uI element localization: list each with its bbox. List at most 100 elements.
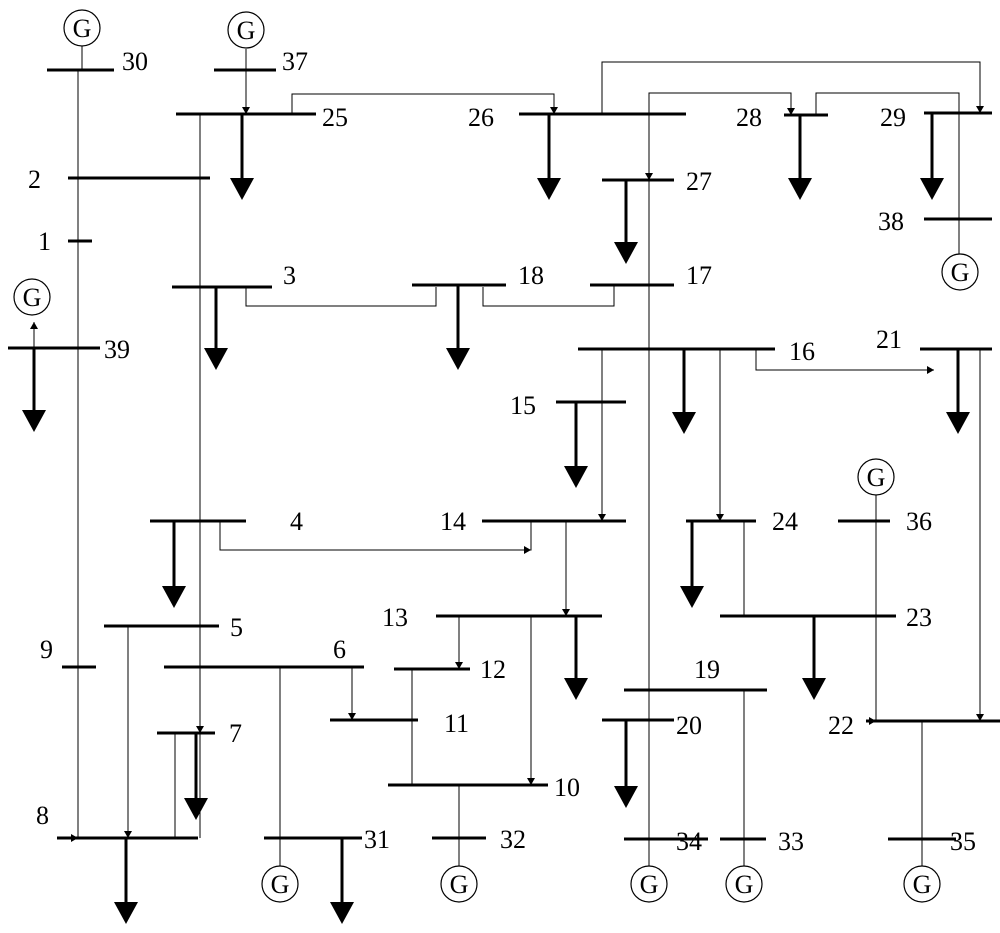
load-arrow-8 [22,410,46,432]
load-arrow-17 [184,798,208,820]
bus-label-24: 24 [772,507,798,536]
bus-label-33: 33 [778,827,804,856]
load-arrow-10 [672,412,696,434]
flow-arrow-17 [976,714,984,721]
bus-label-17: 17 [686,261,712,290]
load-arrow-1 [230,178,254,200]
flow-arrow-8 [524,546,531,554]
bus-label-13: 13 [382,603,408,632]
line-7 [648,92,792,115]
load-arrow-4 [920,178,944,200]
line-6 [601,61,981,114]
line-3 [245,287,437,307]
generator-symbol-9: G [725,865,763,903]
bus-label-34: 34 [676,827,702,856]
bus-label-1: 1 [38,227,51,256]
generator-symbol-5: G [857,458,895,496]
bus-label-4: 4 [290,507,303,536]
load-arrow-12 [162,586,186,608]
loads [22,113,970,924]
generator-symbol-3: G [13,278,51,316]
svg-text:G: G [237,16,256,45]
bus-label-6: 6 [333,635,346,664]
bus-label-26: 26 [468,103,494,132]
load-arrow-13 [680,586,704,608]
generator-symbol-2: G [227,11,265,49]
flow-arrow-7 [716,514,724,521]
line-11 [755,349,934,371]
flow-arrow-9 [562,609,570,616]
bus-label-14: 14 [440,507,466,536]
bus-label-35: 35 [950,827,976,856]
flow-arrow-11 [455,662,463,669]
flow-arrow-4 [645,173,653,180]
svg-text:G: G [23,283,42,312]
bus-label-20: 20 [676,711,702,740]
load-arrow-11 [946,412,970,434]
load-arrow-15 [802,678,826,700]
bus-label-36: 36 [906,507,932,536]
flow-arrow-12 [348,713,356,720]
svg-text:G: G [450,870,469,899]
load-arrow-16 [614,786,638,808]
generators: G G G G G G G G G G [13,9,979,903]
svg-text:G: G [951,258,970,287]
load-arrow-19 [330,902,354,924]
bus-label-3: 3 [283,261,296,290]
svg-text:G: G [640,870,659,899]
bus-label-29: 29 [880,103,906,132]
line-5 [291,93,555,114]
bus-label-11: 11 [444,709,469,738]
bus-label-7: 7 [229,719,242,748]
load-arrow-14 [564,678,588,700]
load-arrow-3 [788,178,812,200]
bus-label-31: 31 [364,825,390,854]
svg-text:G: G [867,463,886,492]
bus-label-27: 27 [686,167,712,196]
svg-text:G: G [913,870,932,899]
svg-text:G: G [73,14,92,43]
svg-text:G: G [735,870,754,899]
bus-label-21: 21 [876,325,902,354]
load-arrow-18 [114,902,138,924]
load-arrow-2 [537,178,561,200]
generator-symbol-1: G [63,9,101,47]
bus-label-9: 9 [40,635,53,664]
generator-symbol-6: G [261,865,299,903]
flow-arrow-5 [927,366,934,374]
bus-label-38: 38 [878,207,904,236]
bus-label-23: 23 [906,603,932,632]
generator-symbol-7: G [440,865,478,903]
bus-label-28: 28 [736,103,762,132]
flow-arrow-1 [550,107,558,114]
bus-label-39: 39 [104,335,130,364]
bus-label-32: 32 [500,825,526,854]
bus-label-15: 15 [510,391,536,420]
flow-arrow-6 [598,514,606,521]
bus-label-19: 19 [694,655,720,684]
bus-label-18: 18 [518,261,544,290]
bus-label-30: 30 [122,47,148,76]
load-arrow-7 [446,348,470,370]
flow-arrow-15 [196,726,204,733]
flow-arrow-18 [30,322,38,329]
flow-arrow-19 [242,107,250,114]
line-4 [482,285,615,307]
flow-arrow-14 [124,831,132,838]
bus-label-16: 16 [789,337,815,366]
load-arrow-9 [564,466,588,488]
bus-label-25: 25 [322,103,348,132]
generator-symbol-4: G [941,253,979,291]
flow-arrow-10 [527,778,535,785]
bus-label-5: 5 [230,613,243,642]
bus-label-22: 22 [828,711,854,740]
bus-labels: 1234567891011121314151617181920212223242… [28,47,976,856]
buses [8,68,1000,841]
load-arrow-5 [614,242,638,264]
bus-label-37: 37 [282,47,308,76]
generator-symbol-10: G [903,865,941,903]
generator-symbol-8: G [630,865,668,903]
bus-label-2: 2 [28,165,41,194]
line-8 [815,92,960,115]
